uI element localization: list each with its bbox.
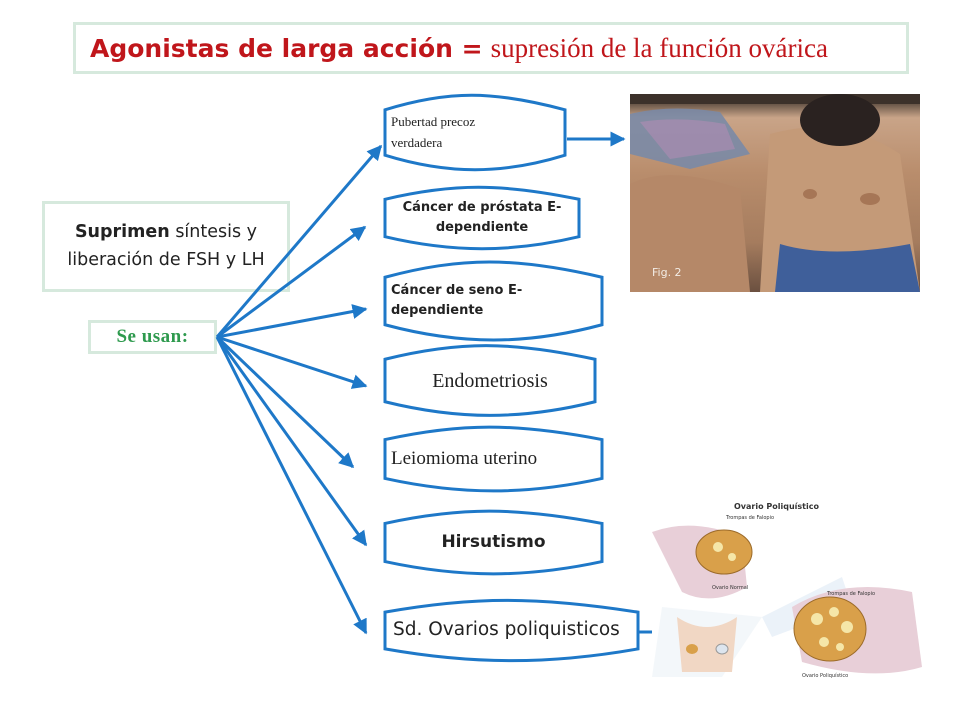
use-item-label: Sd. Ovarios poliquisticos bbox=[393, 609, 630, 652]
slide-title: Agonistas de larga acción = supresión de… bbox=[73, 22, 909, 74]
mechanism-line-2: liberación de FSH y LH bbox=[67, 249, 265, 270]
ovary-label-poly: Ovario Poliquístico bbox=[802, 672, 848, 679]
use-item-label: Pubertad precoz verdadera bbox=[391, 105, 559, 160]
flow-arrow bbox=[216, 304, 368, 339]
flow-arrow bbox=[215, 335, 355, 469]
use-item-label: Hirsutismo bbox=[389, 520, 598, 565]
use-item-shape bbox=[383, 344, 597, 417]
use-item-line: Leiomioma uterino bbox=[391, 447, 538, 469]
use-item-line: Cáncer de próstata E- bbox=[402, 199, 562, 215]
title-bold-part: Agonistas de larga acción = bbox=[90, 33, 483, 63]
use-item-shape bbox=[383, 598, 640, 663]
use-item-line: Cáncer de seno E- bbox=[391, 282, 523, 298]
use-item-line: Sd. Ovarios poliquisticos bbox=[393, 619, 620, 641]
flow-arrow bbox=[215, 144, 383, 338]
patient-photo: Fig. 2 bbox=[630, 94, 920, 292]
ovary-drawing: Ovario Poliquístico Trompas de Falopio O… bbox=[652, 497, 922, 683]
use-item-label: Leiomioma uterino bbox=[391, 436, 596, 482]
use-item-label: Cáncer de próstata E-dependiente bbox=[389, 196, 575, 240]
flow-arrow bbox=[215, 336, 368, 547]
document-shapes bbox=[383, 93, 640, 663]
arrows bbox=[215, 131, 678, 640]
use-item-shape bbox=[383, 185, 581, 251]
flow-arrow bbox=[216, 225, 367, 339]
mechanism-verb: Suprimen bbox=[74, 222, 170, 243]
use-item-line: Pubertad precoz bbox=[391, 114, 476, 130]
ovary-label-tube-top: Trompas de Falopio bbox=[725, 515, 774, 521]
use-item-line: verdadera bbox=[391, 134, 443, 150]
flow-arrow bbox=[215, 336, 368, 635]
flow-arrow bbox=[216, 335, 368, 389]
use-item-line: dependiente bbox=[391, 303, 484, 318]
use-item-shape bbox=[383, 260, 604, 342]
ovary-label-normal: Ovario Normal bbox=[712, 585, 748, 591]
patient-photo-drawing: Fig. 2 bbox=[630, 94, 920, 292]
use-item-shape bbox=[383, 509, 604, 576]
photo-caption: Fig. 2 bbox=[652, 266, 682, 279]
ovary-figure-title: Ovario Poliquístico bbox=[734, 502, 819, 511]
mechanism-line-1-rest: síntesis y bbox=[175, 222, 258, 243]
mechanism-box: Suprimen síntesis y liberación de FSH y … bbox=[42, 201, 290, 292]
title-rest-part: supresión de la función ovárica bbox=[490, 32, 828, 63]
polycystic-ovary-illustration: Ovario Poliquístico Trompas de Falopio O… bbox=[652, 497, 922, 683]
uses-label: Se usan: bbox=[88, 320, 217, 354]
use-item-line: Endometriosis bbox=[432, 369, 548, 392]
mechanism-line-1: Suprimen síntesis y bbox=[67, 219, 264, 246]
use-item-shape bbox=[383, 425, 604, 493]
ovary-label-tube-right: Trompas de Falopio bbox=[826, 591, 875, 597]
use-item-line: dependiente bbox=[435, 220, 529, 235]
use-item-label: Endometriosis bbox=[389, 355, 591, 406]
use-item-shape bbox=[383, 93, 567, 172]
use-item-label: Cáncer de seno E-dependiente bbox=[391, 272, 596, 330]
use-item-line: Hirsutismo bbox=[441, 532, 546, 553]
